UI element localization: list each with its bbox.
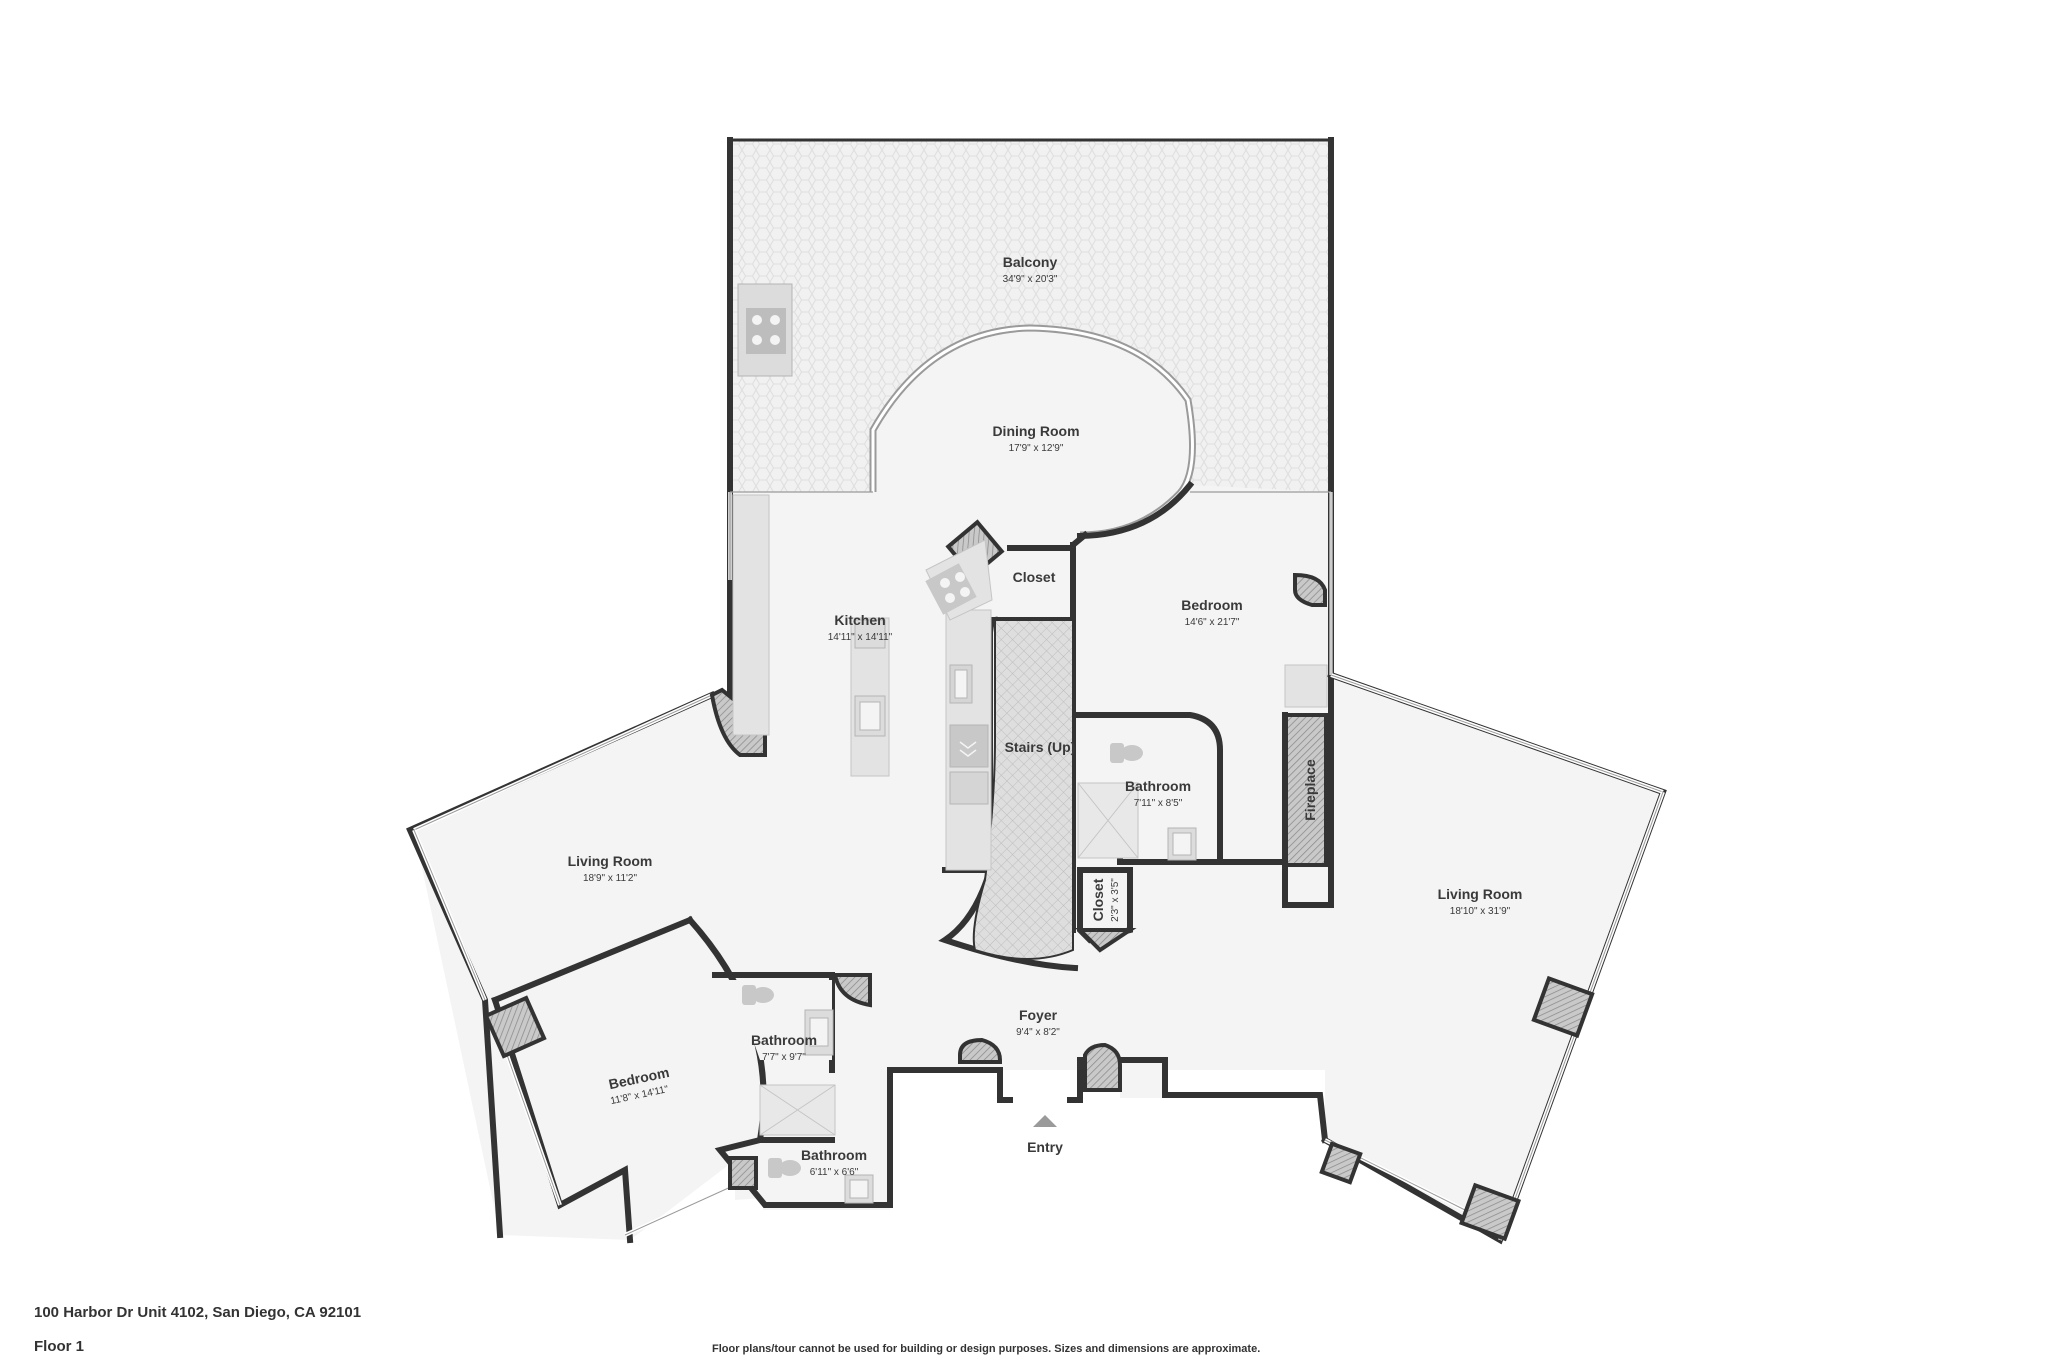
bathroom-mid-label: Bathroom xyxy=(1125,778,1191,794)
closet-top-label: Closet xyxy=(1013,569,1056,585)
disclaimer: Floor plans/tour cannot be used for buil… xyxy=(712,1343,1261,1355)
floor-plan: Balcony 34'9" x 20'3" Dining Room 17'9" … xyxy=(406,137,1667,1245)
floor-label: Floor 1 xyxy=(34,1338,85,1355)
fireplace-label: Fireplace xyxy=(1302,759,1318,821)
bathroom-left-dims: 7'7" x 9'7" xyxy=(762,1052,806,1063)
stairs-label: Stairs (Up) xyxy=(1005,739,1076,755)
bathroom-small-label: Bathroom xyxy=(801,1147,867,1163)
oven-icon xyxy=(949,664,973,704)
toilet-icon xyxy=(1110,743,1143,763)
room-labels: Balcony 34'9" x 20'3" Dining Room 17'9" … xyxy=(568,254,1523,1178)
shower-icon xyxy=(1077,782,1139,859)
closet-small-label: Closet xyxy=(1090,878,1106,921)
bathroom-left-label: Bathroom xyxy=(751,1032,817,1048)
sink-icon xyxy=(1167,827,1197,861)
closet-shelf xyxy=(1284,664,1328,708)
dining-room-dims: 17'9" x 12'9" xyxy=(1009,443,1064,454)
closet-small-dims: 2'3" x 3'5" xyxy=(1110,878,1121,922)
balcony-dims: 34'9" x 20'3" xyxy=(1003,274,1058,285)
left-bathroom-fixtures xyxy=(718,980,874,1204)
living-room-left-dims: 18'9" x 11'2" xyxy=(583,873,638,884)
bathroom-mid-dims: 7'11" x 8'5" xyxy=(1134,798,1183,809)
bedroom-right-label: Bedroom xyxy=(1181,597,1242,613)
dining-room-label: Dining Room xyxy=(992,423,1079,439)
living-room-right-dims: 18'10" x 31'9" xyxy=(1450,906,1511,917)
property-address: 100 Harbor Dr Unit 4102, San Diego, CA 9… xyxy=(34,1304,362,1321)
grill-icon xyxy=(737,283,793,377)
kitchen-label: Kitchen xyxy=(834,612,885,628)
foyer-label: Foyer xyxy=(1019,1007,1058,1023)
entry-arrow-icon xyxy=(1033,1115,1057,1127)
kitchen-dims: 14'11" x 14'11" xyxy=(828,632,893,643)
bathroom-small-dims: 6'11" x 6'6" xyxy=(810,1167,859,1178)
balcony-label: Balcony xyxy=(1003,254,1058,270)
living-room-right-label: Living Room xyxy=(1438,886,1523,902)
stairs xyxy=(972,619,1074,960)
bedroom-right-dims: 14'6" x 21'7" xyxy=(1185,617,1240,628)
foyer-dims: 9'4" x 8'2" xyxy=(1016,1027,1060,1038)
cooktop-icon xyxy=(925,563,977,615)
dining-room-bay xyxy=(869,324,1196,540)
kitchen-island-sink-icon xyxy=(854,619,886,737)
dishwasher-icon xyxy=(949,724,989,805)
entry-label: Entry xyxy=(1027,1139,1063,1155)
living-room-left-label: Living Room xyxy=(568,853,653,869)
